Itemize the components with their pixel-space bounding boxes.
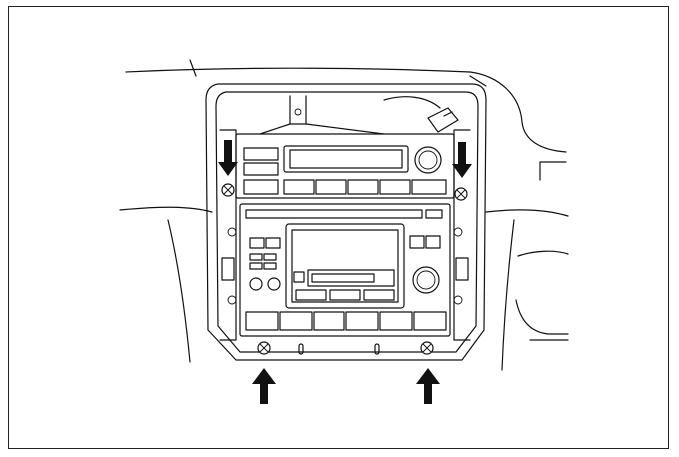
bottom-plate [298, 343, 380, 355]
screw-bottom-left [257, 341, 271, 355]
side-screws [227, 227, 463, 305]
screw-top-left [221, 183, 235, 197]
arrow-up-bottom-left [252, 368, 276, 404]
console-bezel [205, 83, 487, 361]
screw-top-right [454, 187, 468, 201]
mounting-bracket [259, 95, 459, 135]
lower-audio-unit [239, 203, 451, 337]
upper-audio-unit [235, 133, 455, 199]
arrow-up-bottom-right [416, 368, 440, 404]
figure-border [8, 6, 669, 449]
dashboard-outline [119, 59, 569, 371]
arrow-down-top-left [218, 140, 238, 176]
screw-bottom-right [420, 341, 434, 355]
arrow-down-top-right [452, 142, 472, 178]
side-rails [219, 129, 471, 341]
